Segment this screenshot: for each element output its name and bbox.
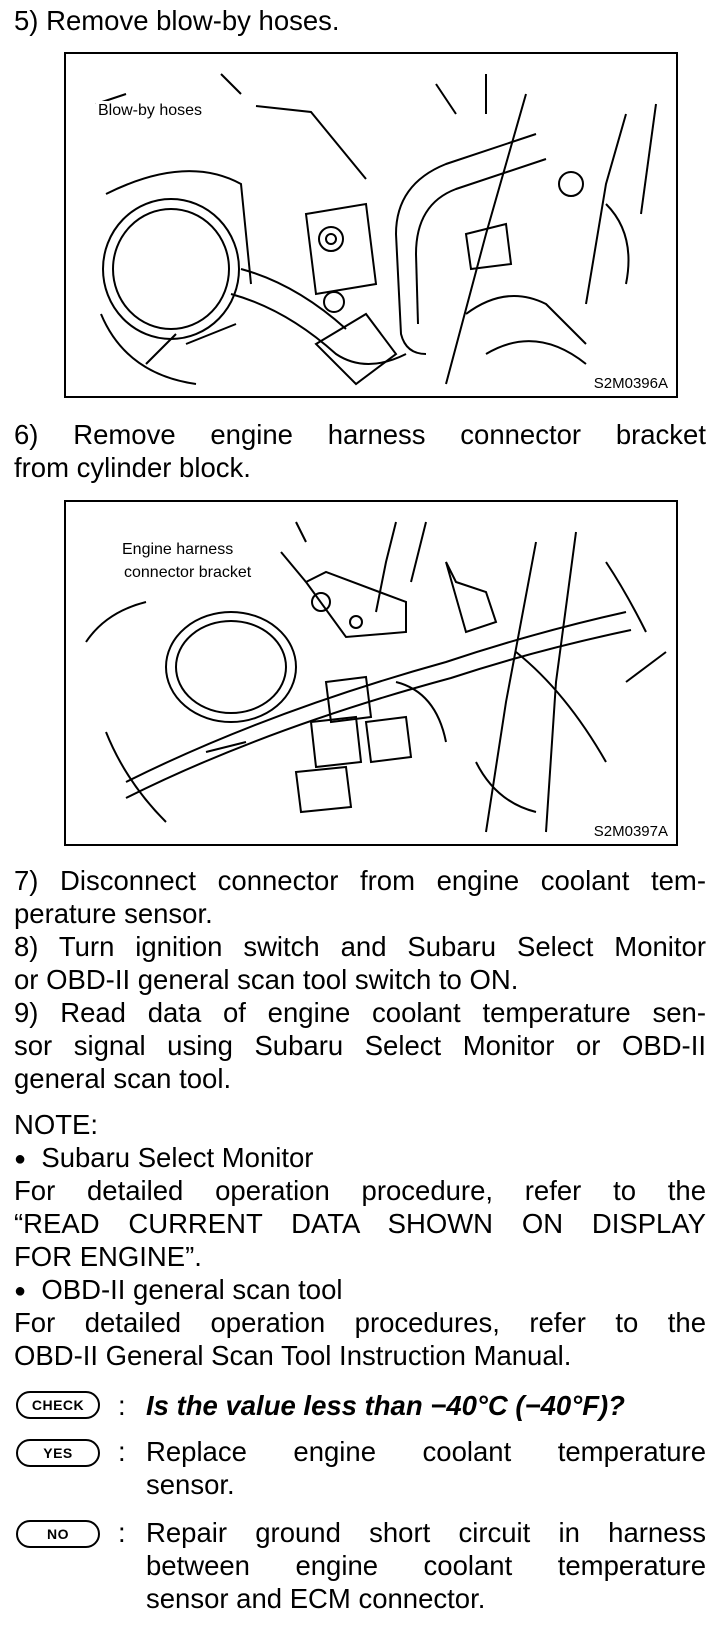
- note-b1-line-3: FOR ENGINE”.: [14, 1241, 202, 1272]
- step-8-line-2: or OBD-II general scan tool switch to ON…: [14, 964, 519, 995]
- check-question: Is the value less than −40°C (−40°F)?: [146, 1390, 625, 1421]
- step-8-line-1: 8) Turn ignition switch and Subaru Selec…: [14, 931, 706, 962]
- engine-illustration-2: [85, 521, 667, 833]
- note-b2-line-1: For detailed operation procedures, refer…: [14, 1307, 706, 1338]
- figure-blow-by-hoses: Blow-by hoses S2M0396A: [64, 52, 678, 398]
- step-6-line-1: 6) Remove engine harness connector brack…: [14, 419, 706, 450]
- note-bullet-2: ● OBD-II general scan tool: [14, 1273, 706, 1308]
- bullet-dot-icon: ●: [14, 1280, 27, 1303]
- step-9-line-3: general scan tool.: [14, 1063, 232, 1094]
- callout-harness-line-1: Engine harness: [120, 540, 236, 559]
- figure-code-1: S2M0396A: [593, 375, 668, 392]
- check-badge: CHECK: [16, 1391, 100, 1419]
- yes-colon: :: [118, 1436, 126, 1467]
- callout-blow-by-hoses: Blow-by hoses: [96, 101, 205, 120]
- no-line-1: Repair ground short circuit in harness: [146, 1517, 706, 1548]
- yes-badge: YES: [16, 1439, 100, 1467]
- no-line-2: between engine coolant temperature: [146, 1550, 706, 1581]
- callout-harness-line-2: connector bracket: [122, 563, 254, 582]
- yes-line-2: sensor.: [146, 1469, 235, 1500]
- step-6-line-2: from cylinder block.: [14, 452, 251, 483]
- note-bullet-1-text: Subaru Select Monitor: [41, 1142, 314, 1173]
- yes-line-1: Replace engine coolant temperature: [146, 1436, 706, 1467]
- note-heading: NOTE:: [14, 1109, 99, 1140]
- engine-illustration-1: [95, 73, 657, 386]
- note-b1-line-1: For detailed operation procedure, refer …: [14, 1175, 706, 1206]
- no-colon: :: [118, 1517, 126, 1548]
- figure-harness-bracket: Engine harness connector bracket S2M0397…: [64, 500, 678, 846]
- note-b1-line-2: “READ CURRENT DATA SHOWN ON DISPLAY: [14, 1208, 706, 1239]
- note-bullet-2-text: OBD-II general scan tool: [41, 1274, 343, 1305]
- no-line-3: sensor and ECM connector.: [146, 1583, 486, 1614]
- bullet-dot-icon: ●: [14, 1148, 27, 1171]
- figure-code-2: S2M0397A: [593, 823, 668, 840]
- step-7-line-2: perature sensor.: [14, 898, 213, 929]
- check-colon: :: [118, 1390, 126, 1421]
- step-9-line-2: sor signal using Subaru Select Monitor o…: [14, 1030, 706, 1061]
- step-5: 5) Remove blow-by hoses.: [14, 5, 340, 36]
- note-bullet-1: ● Subaru Select Monitor: [14, 1141, 706, 1176]
- note-b2-line-2: OBD-II General Scan Tool Instruction Man…: [14, 1340, 572, 1371]
- step-9-line-1: 9) Read data of engine coolant temperatu…: [14, 997, 706, 1028]
- no-badge: NO: [16, 1520, 100, 1548]
- step-7-line-1: 7) Disconnect connector from engine cool…: [14, 865, 706, 896]
